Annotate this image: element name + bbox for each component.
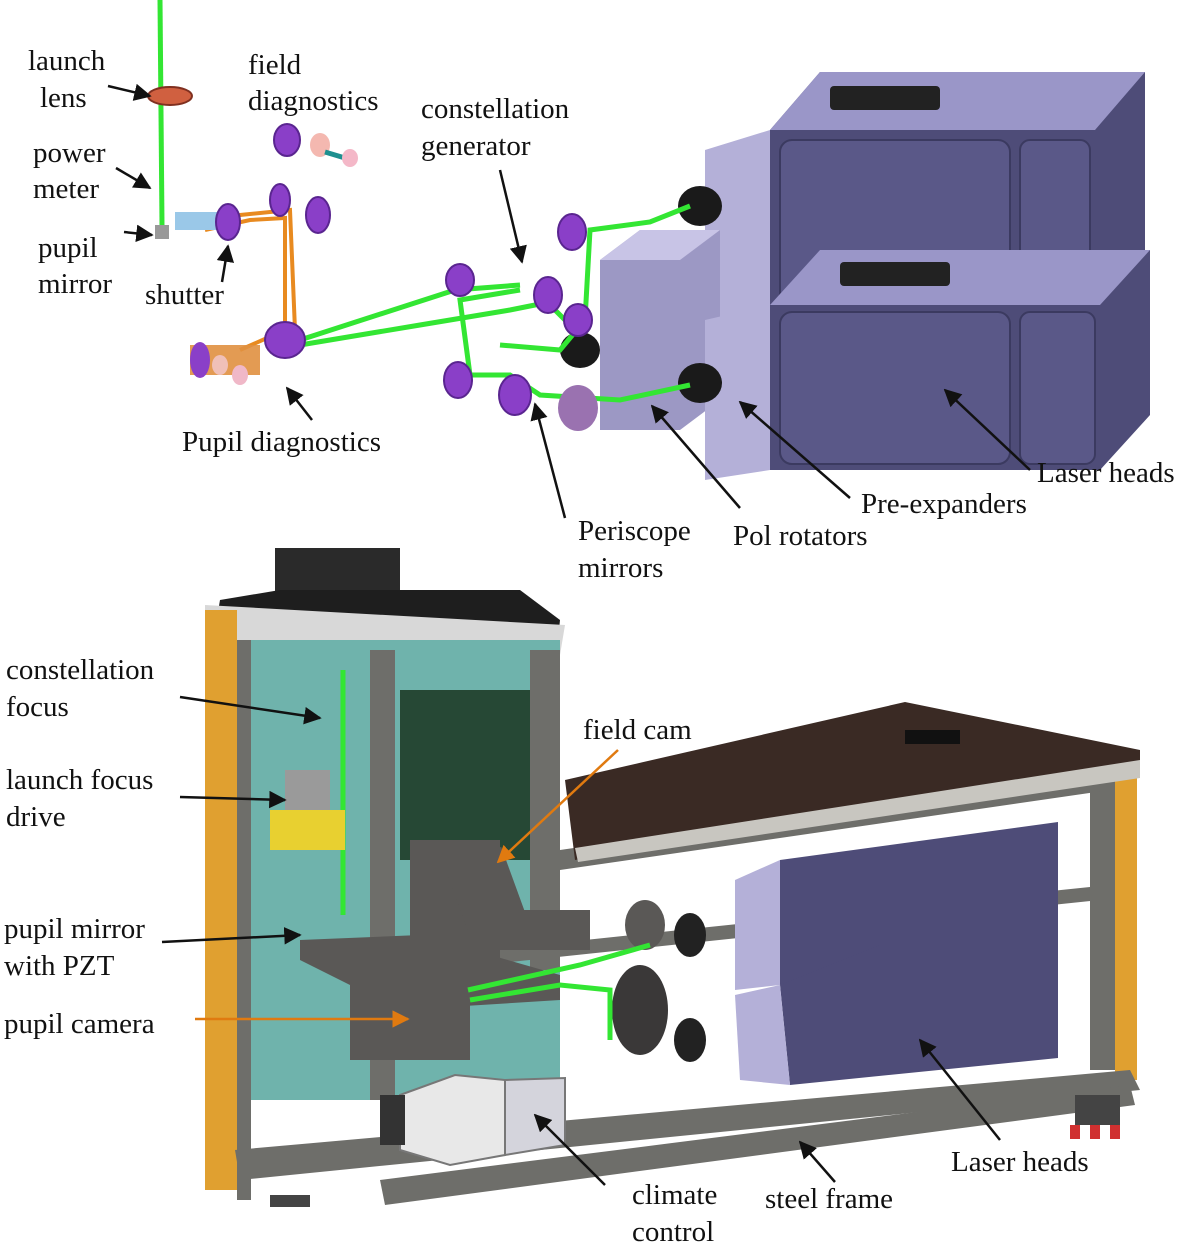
- label-pupil-camera: pupil camera: [4, 1008, 155, 1040]
- laser-head-box-lower: [705, 250, 1150, 480]
- annotation-arrows-orange: [195, 749, 619, 1028]
- launch-lens-part: [147, 86, 193, 106]
- mirrors-top: [215, 123, 593, 416]
- label-laser-heads-bottom: Laser heads: [951, 1146, 1089, 1178]
- bottom-labels: constellation focus launch focus drive f…: [4, 654, 1089, 1246]
- label-climate-control-2: control: [632, 1216, 714, 1246]
- label-laser-heads-top: Laser heads: [1037, 457, 1175, 489]
- laser-beams-bottom: [340, 670, 651, 1040]
- label-pre-expanders: Pre-expanders: [861, 488, 1027, 520]
- pupil-diagnostics-part: [190, 342, 260, 385]
- label-launch-focus-drive-1: launch focus: [6, 764, 153, 796]
- label-power-meter-1: power: [33, 137, 106, 169]
- laser-head-box-bottom-lower: [735, 940, 1058, 1085]
- label-periscope-mirrors-1: Periscope: [578, 515, 691, 547]
- label-climate-control-1: climate: [632, 1179, 717, 1211]
- annotation-arrows: [107, 83, 1031, 1186]
- pre-expander-lenses: [560, 186, 722, 403]
- optical-bench-parts: [300, 840, 706, 1062]
- field-diagnostics-part: [310, 133, 358, 167]
- label-shutter: shutter: [145, 279, 224, 311]
- label-field-diagnostics-1: field: [248, 49, 302, 81]
- launch-focus-drive-part: [270, 810, 345, 850]
- label-pupil-mirror-pzt-2: with PZT: [4, 950, 115, 982]
- label-constellation-generator-1: constellation: [421, 93, 570, 125]
- label-field-cam: field cam: [583, 714, 692, 746]
- top-view-optical-layout: [147, 0, 1150, 480]
- shutter-part: [175, 212, 220, 230]
- label-launch-lens-1: launch: [28, 45, 106, 77]
- climate-control-unit: [380, 1073, 566, 1167]
- pupil-mirror-part: [155, 225, 169, 239]
- periscope-mirror-part: [558, 385, 598, 431]
- orange-frame-post-right: [1115, 770, 1137, 1080]
- label-launch-lens-2: lens: [40, 82, 87, 114]
- label-field-diagnostics-2: diagnostics: [248, 85, 379, 117]
- top-board: [565, 702, 1140, 860]
- label-pupil-mirror-2: mirror: [38, 268, 112, 300]
- label-constellation-focus-2: focus: [6, 691, 69, 723]
- frame-feet: [270, 1095, 1120, 1207]
- label-steel-frame: steel frame: [765, 1183, 893, 1215]
- label-constellation-focus-1: constellation: [6, 654, 155, 686]
- label-periscope-mirrors-2: mirrors: [578, 552, 663, 584]
- label-pupil-diagnostics: Pupil diagnostics: [182, 426, 381, 458]
- label-pupil-mirror-pzt-1: pupil mirror: [4, 913, 145, 945]
- top-labels: launch lens field diagnostics constellat…: [28, 45, 1175, 584]
- label-pupil-mirror-1: pupil: [38, 232, 98, 264]
- orange-frame-post-left: [205, 610, 237, 1190]
- label-power-meter-2: meter: [33, 173, 99, 205]
- bottom-view-bench: [205, 548, 1140, 1207]
- label-launch-focus-drive-2: drive: [6, 801, 66, 833]
- label-constellation-generator-2: generator: [421, 130, 531, 162]
- label-pol-rotators: Pol rotators: [733, 520, 868, 552]
